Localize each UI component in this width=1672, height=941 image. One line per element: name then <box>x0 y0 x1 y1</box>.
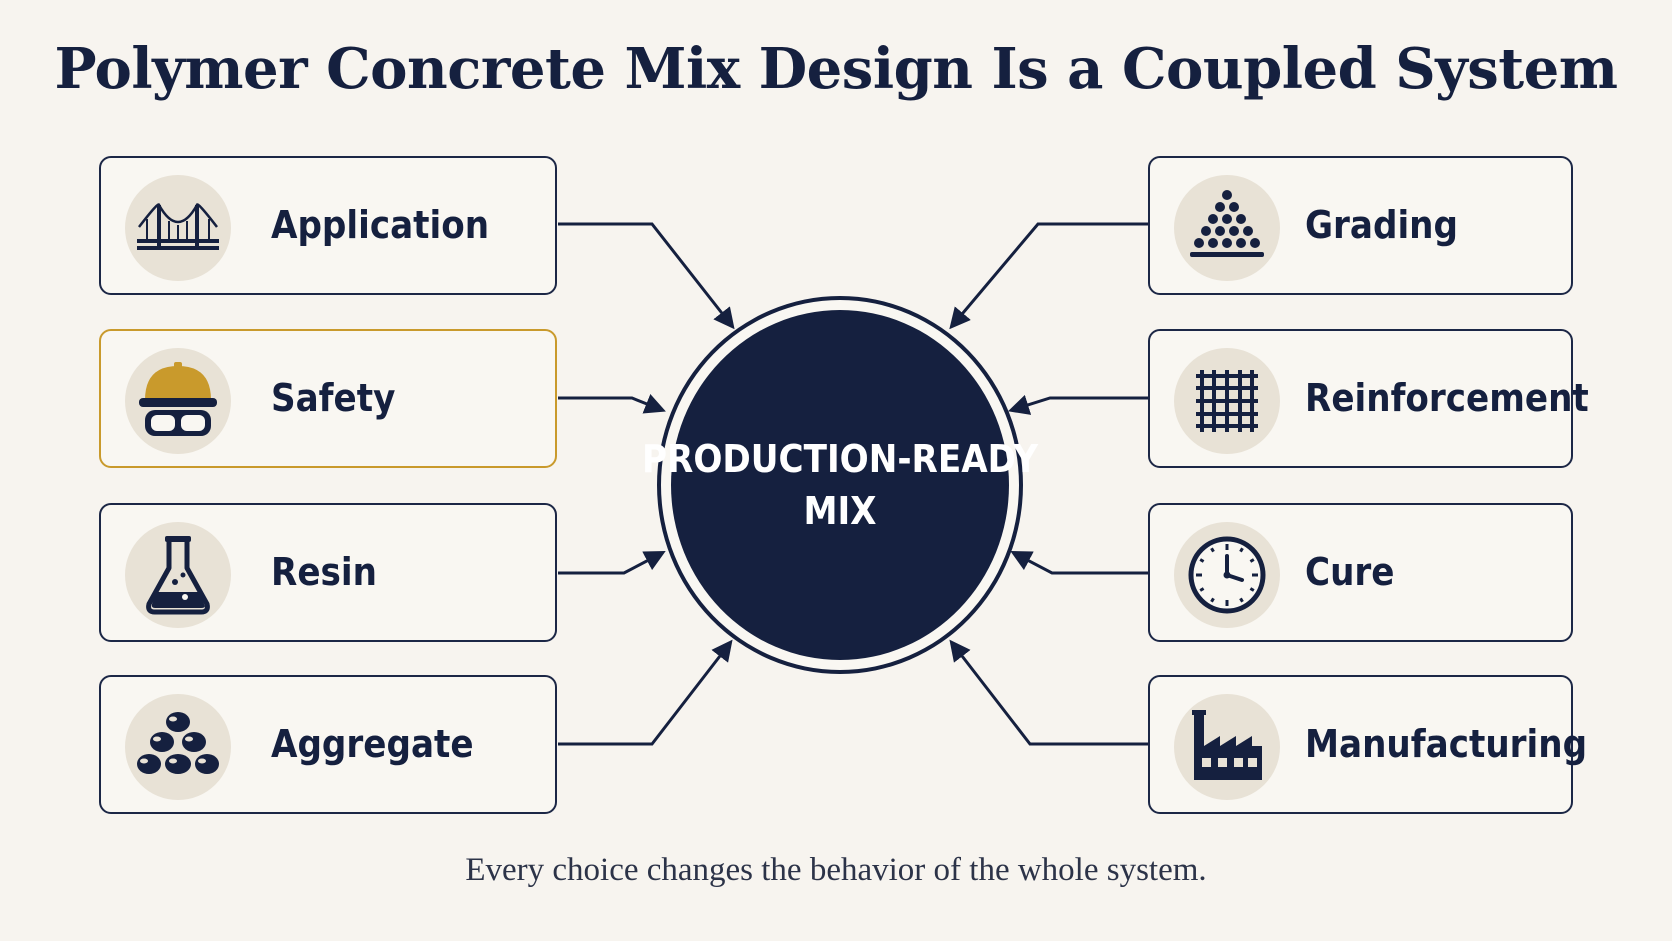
arrow-reinforcement <box>1007 394 1148 415</box>
node-label-grading: Grading <box>1305 203 1458 247</box>
node-resin: Resin <box>99 503 557 642</box>
node-label-aggregate: Aggregate <box>271 722 474 766</box>
hub-circle: PRODUCTION-READY MIX <box>642 296 1038 674</box>
node-reinforcement: Reinforcement <box>1148 329 1589 468</box>
page-subtitle: Every choice changes the behavior of the… <box>465 852 1207 888</box>
flask-icon <box>146 536 210 615</box>
clock-icon <box>1188 536 1266 614</box>
arrow-safety <box>558 394 666 414</box>
node-manufacturing: Manufacturing <box>1148 675 1587 814</box>
hub-label-line1: PRODUCTION-READY <box>641 437 1039 481</box>
arrow-manufacturing <box>949 639 1148 746</box>
node-label-manufacturing: Manufacturing <box>1305 722 1588 766</box>
node-cure: Cure <box>1148 503 1573 642</box>
node-application: Application <box>99 156 557 295</box>
arrow-aggregate <box>558 639 733 746</box>
mesh-grid-icon <box>1196 370 1258 432</box>
factory-icon <box>1192 710 1262 780</box>
page-title: Polymer Concrete Mix Design Is a Coupled… <box>54 36 1618 102</box>
node-safety: Safety <box>99 329 557 468</box>
stones-icon <box>137 712 219 774</box>
arrow-application <box>558 222 735 330</box>
node-label-safety: Safety <box>271 376 396 420</box>
hub-label-line2: MIX <box>803 489 877 533</box>
bridge-icon <box>137 203 219 250</box>
node-grading: Grading <box>1148 156 1573 295</box>
arrow-cure <box>1010 551 1148 575</box>
node-label-cure: Cure <box>1305 550 1395 594</box>
particle-pyramid-icon <box>1190 190 1264 257</box>
node-label-resin: Resin <box>271 550 377 594</box>
arrow-grading <box>949 222 1148 330</box>
node-label-reinforcement: Reinforcement <box>1305 376 1589 420</box>
arrow-resin <box>558 551 666 575</box>
node-label-application: Application <box>271 203 490 247</box>
hard-hat-goggles-icon <box>139 362 217 436</box>
node-aggregate: Aggregate <box>99 675 557 814</box>
